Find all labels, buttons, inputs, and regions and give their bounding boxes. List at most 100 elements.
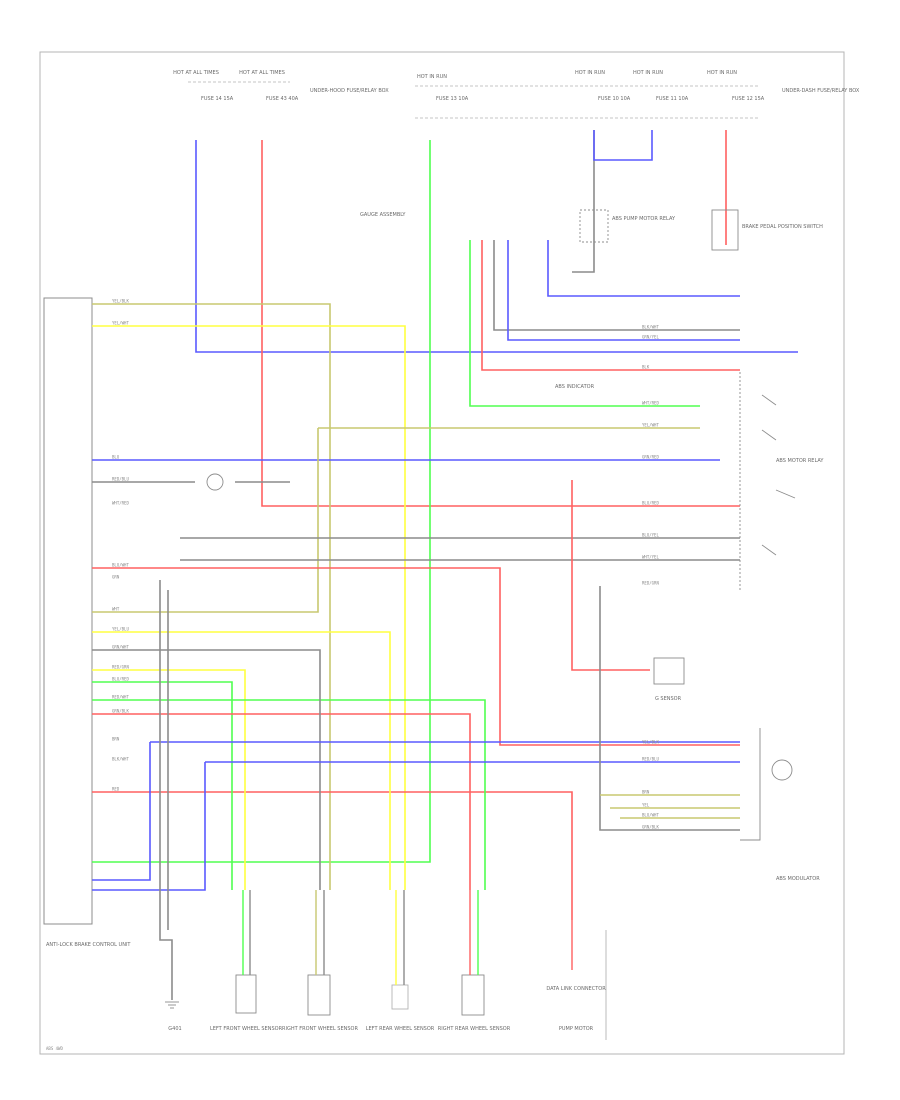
left-wire-label: RED/GRN	[112, 665, 129, 670]
wire-red-fuse2	[261, 140, 740, 507]
wire-red-row	[92, 567, 740, 746]
component-labels: G401 LEFT FRONT WHEEL SENSOR RIGHT FRONT…	[168, 212, 824, 1032]
wire-blue-fuse1	[195, 140, 798, 353]
left-wire-label: YEL/BLU	[112, 627, 129, 632]
wire-network	[92, 130, 798, 1000]
switch-contact-4	[761, 544, 777, 556]
left-wire-label: WHT	[112, 607, 120, 612]
wire-blue-low-3	[92, 762, 206, 891]
wire-red-2	[92, 713, 471, 890]
left-wire-label: WHT/RED	[112, 501, 129, 506]
pump-relay-box	[579, 209, 609, 243]
left-wire-label: BLU/WHT	[112, 563, 129, 568]
fuse-note-1: UNDER-HOOD FUSE/RELAY BOX	[310, 88, 389, 94]
wire-blue-low-1	[92, 742, 151, 881]
label-left-front-sensor: LEFT FRONT WHEEL SENSOR	[210, 1026, 283, 1032]
left-wire-label: BRN	[112, 737, 120, 742]
right-wire-label: BLK	[642, 365, 650, 370]
wire-gray-right-2	[599, 586, 740, 831]
switch-contact-1	[761, 394, 777, 406]
label-abs-indicator: ABS INDICATOR	[555, 384, 595, 390]
label-data-link: DATA LINK CONNECTOR	[546, 986, 606, 992]
fuse-rating-1: FUSE 14 15A	[201, 96, 234, 102]
control-unit-label: ANTI-LOCK BRAKE CONTROL UNIT	[46, 942, 131, 948]
fuse-rating-6: FUSE 13 10A	[436, 96, 469, 102]
top-fuse-labels: HOT AT ALL TIMES HOT AT ALL TIMES HOT IN…	[173, 70, 860, 102]
g-sensor-box	[653, 657, 685, 685]
modulator-pump-icon	[771, 759, 793, 781]
fuse-rating-3: FUSE 10 10A	[598, 96, 631, 102]
right-wire-label: GRN/BLK	[642, 825, 659, 830]
label-fuse-box-relay: ABS PUMP MOTOR RELAY	[612, 216, 676, 222]
right-wire-label: RED/GRN	[642, 581, 659, 586]
fuse-box-label-6: HOT IN RUN	[417, 74, 447, 80]
wire-red-pump	[92, 791, 573, 920]
fuse-box-label-1: HOT AT ALL TIMES	[173, 70, 219, 76]
wheel-sensors	[235, 890, 485, 1016]
wire-relay-2	[593, 130, 653, 161]
label-right-front-sensor: RIGHT FRONT WHEEL SENSOR	[282, 1026, 358, 1032]
right-wire-label: BLK/WHT	[642, 325, 659, 330]
left-wire-label: GRN/WHT	[112, 645, 129, 650]
left-wire-label: RED	[112, 787, 120, 792]
left-wire-label: GRN/BLK	[112, 709, 129, 714]
wire-red-right-2	[571, 480, 650, 671]
wire-blue-right-2	[547, 240, 740, 297]
left-wire-label: GRN	[112, 575, 120, 580]
right-wire-labels: BLK/WHT GRN/YEL BLK WHT/RED YEL/WHT GRN/RED BL…	[642, 325, 659, 830]
right-wire-label: RED/BLU	[642, 757, 659, 762]
ground-symbol	[165, 1001, 179, 1009]
right-wire-label: WHT/RED	[642, 401, 659, 406]
wire-green-fuse6	[92, 140, 431, 863]
left-wire-label: YEL/WHT	[112, 321, 129, 326]
right-wire-label: YEL/WHT	[642, 423, 659, 428]
sensor-right-front	[307, 890, 331, 1016]
fuse-box-label-2: HOT AT ALL TIMES	[239, 70, 285, 76]
label-combination-meter: GAUGE ASSEMBLY	[360, 212, 406, 218]
fuse-box-label-4: HOT IN RUN	[633, 70, 663, 76]
right-wire-label: BLU/RED	[642, 501, 659, 506]
brake-switch-box	[711, 209, 739, 251]
wire-yellow-2	[92, 631, 391, 890]
component-boxes	[206, 209, 793, 841]
modulator-bracket	[740, 728, 761, 841]
pump-motor-terminal	[571, 920, 607, 1040]
right-wire-label: BLU/YEL	[642, 533, 659, 538]
footer-code: ABS 4WD	[46, 1046, 63, 1051]
label-motor-relay: ABS MOTOR RELAY	[776, 458, 824, 464]
left-wire-label: BLU	[112, 455, 120, 460]
label-pump-motor: PUMP MOTOR	[559, 1026, 594, 1032]
right-wire-label: YEL	[642, 803, 650, 808]
right-wire-label: BLU/WHT	[642, 813, 659, 818]
left-wire-label: BLK/WHT	[112, 757, 129, 762]
right-wire-label: YEL/BLK	[642, 740, 659, 745]
wire-green-4	[92, 699, 486, 890]
left-wire-label: YEL/BLK	[112, 299, 129, 304]
fuse-box-label-3: HOT IN RUN	[575, 70, 605, 76]
label-ground: G401	[168, 1026, 181, 1032]
wire-olive-2	[92, 428, 319, 613]
fuse-note-2: UNDER-DASH FUSE/RELAY BOX	[782, 88, 860, 94]
fuse-rating-2: FUSE 43 40A	[266, 96, 299, 102]
fuse-rating-4: FUSE 11 10A	[656, 96, 689, 102]
wire-green-2	[469, 240, 700, 407]
wire-yellow-1	[92, 325, 406, 890]
switch-contacts	[761, 394, 796, 556]
fuse-box-outlines	[188, 81, 760, 119]
right-wire-label: GRN/YEL	[642, 335, 659, 340]
control-unit-connector	[43, 297, 93, 925]
left-wire-label: RED/WHT	[112, 695, 129, 700]
wire-olive-1	[92, 303, 331, 890]
right-wire-label: GRN/RED	[642, 455, 659, 460]
wire-red-right-1	[481, 240, 740, 371]
inline-fuse-icon	[206, 473, 224, 491]
wire-gray-2	[92, 649, 321, 890]
fuse-rating-5: FUSE 12 15A	[732, 96, 765, 102]
switch-contact-2	[761, 429, 777, 441]
wire-gray-right-1	[493, 240, 740, 331]
label-right-rear-sensor: RIGHT REAR WHEEL SENSOR	[438, 1026, 511, 1032]
label-abs-modulator: ABS MODULATOR	[776, 876, 820, 882]
label-left-rear-sensor: LEFT REAR WHEEL SENSOR	[366, 1026, 435, 1032]
